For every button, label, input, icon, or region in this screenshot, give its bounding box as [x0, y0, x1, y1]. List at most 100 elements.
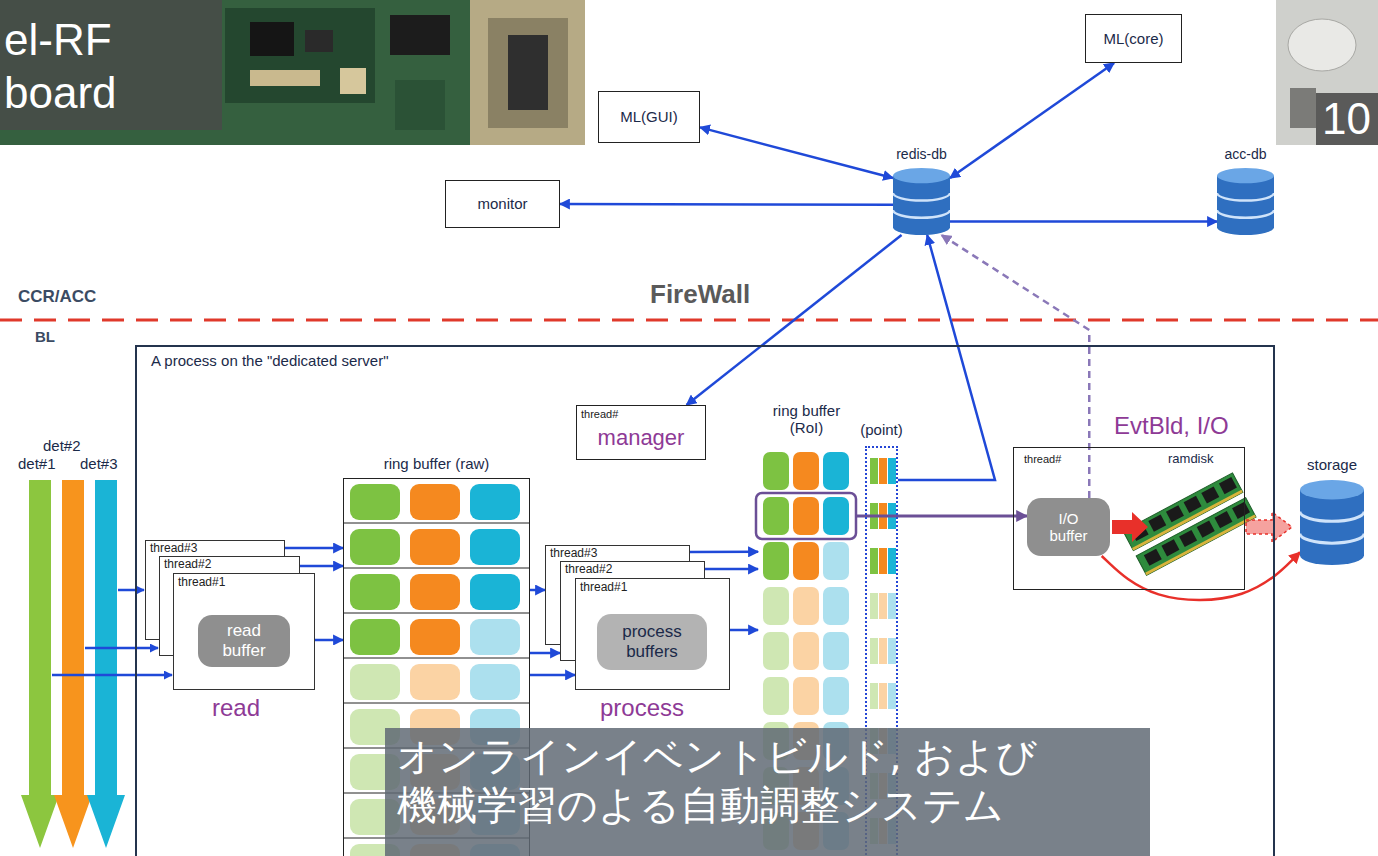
- point-buffer-cells: [870, 548, 896, 574]
- connector-arrow: [1102, 552, 1300, 600]
- node-label: ML(GUI): [620, 108, 678, 125]
- node-label: read buffer: [213, 621, 275, 660]
- manager-box: thread# manager: [576, 405, 706, 460]
- readout-arrow: [52, 674, 172, 677]
- node-label: redis-db: [896, 146, 947, 162]
- connector-arrow: [687, 235, 902, 405]
- point-buffer-cells: [870, 593, 896, 619]
- connector-arrow: [300, 565, 343, 568]
- ramdisk-picture: [1232, 502, 1250, 519]
- connector-arrow: [530, 652, 560, 655]
- cylinder-shape: [1217, 168, 1274, 183]
- cylinder-shape: [893, 168, 950, 235]
- ramdisk-picture: [1136, 498, 1256, 576]
- connector-arrow: [285, 547, 343, 550]
- cylinder-shape: [893, 168, 950, 183]
- thread-box: thread#1process buffers: [575, 578, 730, 690]
- connector-arrow: [941, 235, 1089, 498]
- ml-box: ML(GUI): [598, 91, 700, 143]
- point-buffer-cells: [870, 638, 896, 664]
- node-label: acc-db: [1224, 146, 1266, 162]
- node-label: monitor: [477, 195, 527, 212]
- board-photo: [508, 35, 548, 110]
- roi-buffer-cells: [763, 632, 849, 670]
- detector-stream-arrow: [54, 480, 92, 848]
- ring-buffer-cells: [350, 484, 520, 520]
- ramdisk-picture: [1161, 539, 1179, 556]
- setup-photo: [1288, 19, 1356, 71]
- point-buffer-cells: [870, 458, 896, 484]
- thread-box: thread#1read buffer: [173, 573, 315, 690]
- connector-arrow: [560, 203, 893, 206]
- node-label: EvtBld, I/O: [1114, 412, 1229, 440]
- setup-photo: [1290, 88, 1316, 128]
- connector-arrow: [690, 551, 758, 554]
- node-label: (point): [860, 421, 903, 438]
- connector-arrow: [898, 235, 995, 480]
- photo-caption: 10: [1322, 97, 1371, 141]
- point-buffer-cells: [870, 683, 896, 709]
- database-cylinder: redis-db: [893, 168, 950, 235]
- board-photo: [250, 70, 320, 86]
- ring-buffer-cells: [350, 619, 520, 655]
- photo-caption: el-RF board: [4, 14, 204, 120]
- board-photo: [390, 15, 450, 55]
- ramdisk-picture: [1179, 530, 1197, 547]
- node-label: I/O buffer: [1043, 510, 1095, 545]
- node-label: thread#3: [150, 542, 197, 556]
- node-label: thread#: [581, 408, 618, 421]
- ring-buffer-cells: [350, 529, 520, 565]
- connector-arrow: [705, 568, 758, 571]
- node-label: storage: [1307, 456, 1357, 473]
- readout-arrow: [118, 589, 144, 592]
- connector-arrow: [950, 63, 1114, 178]
- node-label: manager: [598, 425, 685, 450]
- node-label: thread#: [1024, 453, 1061, 466]
- node-label: process buffers: [616, 622, 688, 661]
- write-arrow: [1112, 512, 1148, 542]
- detector-label: det#3: [80, 455, 118, 472]
- node-label: thread#3: [550, 547, 597, 561]
- roi-buffer-cells: [763, 677, 849, 715]
- roi-buffer-cells: [763, 452, 849, 490]
- readout-arrow: [85, 647, 158, 650]
- selected-event-highlight: [756, 493, 856, 539]
- flush-arrow: [1246, 512, 1292, 542]
- node-label: thread#2: [164, 558, 211, 572]
- ramdisk-picture: [1148, 515, 1166, 532]
- ramdisk-picture: [1219, 477, 1237, 494]
- ramdisk-label: ramdisk: [1168, 452, 1214, 467]
- connector-arrow: [530, 674, 575, 677]
- setup-photo: [1276, 0, 1378, 145]
- ramdisk-picture: [1132, 490, 1243, 551]
- firewall-label: FireWall: [650, 280, 750, 310]
- ramdisk-picture: [1201, 486, 1219, 503]
- board-photo: [470, 0, 585, 145]
- roi-buffer-cells: [763, 587, 849, 625]
- ring-buffer-cells: [350, 574, 520, 610]
- cylinder-shape: [1300, 512, 1364, 544]
- node-label: A process on the "dedicated server": [151, 352, 388, 369]
- ramdisk-picture: [1166, 505, 1184, 522]
- ramdisk-picture: [1145, 514, 1256, 575]
- stage-label: read: [212, 694, 260, 722]
- board-photo: [225, 8, 375, 103]
- ramdisk-picture: [1197, 520, 1215, 537]
- board-photo: [305, 30, 333, 52]
- connector-arrow: [315, 639, 343, 642]
- connector-arrow: [730, 629, 758, 632]
- cylinder-shape: [1300, 480, 1364, 499]
- buffer-pill: I/O buffer: [1027, 498, 1110, 556]
- cylinder-shape: [1217, 193, 1274, 218]
- board-photo: [0, 0, 222, 130]
- ramdisk-picture: [1144, 549, 1162, 566]
- board-photo: [0, 0, 585, 145]
- connector-arrow: [855, 514, 1027, 517]
- setup-photo: [1276, 0, 1378, 145]
- detector-stream-arrow: [21, 480, 59, 848]
- detector-label: det#1: [18, 455, 56, 472]
- board-photo: [340, 68, 366, 94]
- node-label: ring buffer (RoI): [763, 402, 851, 437]
- zone-label: CCR/ACC: [18, 287, 96, 307]
- setup-photo: [1316, 93, 1378, 145]
